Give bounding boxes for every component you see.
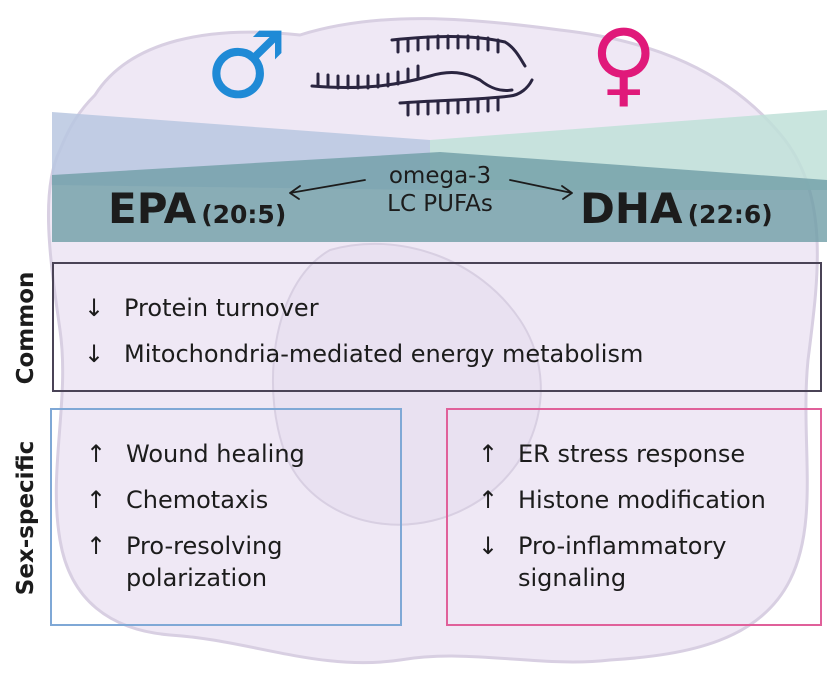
chain-middle-teeth [316,64,420,90]
male-effects-box: ↑ Wound healing ↑ Chemotaxis ↑ Pro-resol… [50,408,402,626]
chain-top-teeth [396,34,500,54]
down-arrow-icon: ↓ [84,340,105,368]
female-item: ↑ ER stress response [478,438,818,470]
sex-specific-side-label: Sex-specific [13,440,39,596]
fatty-acid-chains-icon [310,34,534,117]
male-item: ↑ Wound healing [86,438,386,470]
dha-label: DHA (22:6) [580,188,773,230]
chain-middle-line [310,71,514,92]
epa-chain: (20:5) [201,200,287,229]
up-arrow-icon: ↑ [86,486,107,514]
up-arrow-icon: ↑ [86,532,107,560]
male-item-text: Pro-resolving polarization [126,532,283,592]
omega-line-2: LC PUFAs [387,190,493,217]
down-arrow-icon: ↓ [84,294,105,322]
dha-chain: (22:6) [687,200,773,229]
female-item: ↓ Pro-inflammatory signaling [478,530,758,594]
epa-name: EPA [108,184,197,233]
omega-3-label: omega-3 LC PUFAs [340,163,540,218]
male-item: ↑ Pro-resolving polarization [86,530,316,594]
nucleus-shape [272,242,542,526]
common-item-text: Mitochondria-mediated energy metabolism [124,340,644,368]
female-item-text: ER stress response [518,440,746,468]
female-effects-box: ↑ ER stress response ↑ Histone modificat… [446,408,822,626]
band-dark [52,152,827,242]
down-arrow-icon: ↓ [478,532,499,560]
chain-top-line [390,35,527,68]
male-item-text: Chemotaxis [126,486,269,514]
arrow-to-epa-icon [289,179,366,200]
chain-bottom-teeth [406,96,500,117]
arrow-to-dha-icon [509,179,573,200]
male-symbol-icon: ♂ [205,12,288,119]
epa-label: EPA (20:5) [108,188,286,230]
common-effects-box: ↓ Protein turnover ↓ Mitochondria-mediat… [52,262,822,392]
male-item: ↑ Chemotaxis [86,484,386,516]
up-arrow-icon: ↑ [86,440,107,468]
common-item: ↓ Mitochondria-mediated energy metabolis… [84,338,643,370]
common-item-text: Protein turnover [124,294,319,322]
common-side-label: Common [13,271,39,385]
up-arrow-icon: ↑ [478,486,499,514]
common-item: ↓ Protein turnover [84,292,319,324]
male-item-text: Wound healing [126,440,305,468]
omega-line-1: omega-3 [388,163,492,189]
female-symbol-icon: ♀ [590,10,658,117]
chain-bottom-line [398,78,534,105]
female-item-text: Pro-inflammatory signaling [518,532,727,592]
up-arrow-icon: ↑ [478,440,499,468]
dha-name: DHA [580,184,683,233]
female-item: ↑ Histone modification [478,484,818,516]
female-item-text: Histone modification [518,486,766,514]
